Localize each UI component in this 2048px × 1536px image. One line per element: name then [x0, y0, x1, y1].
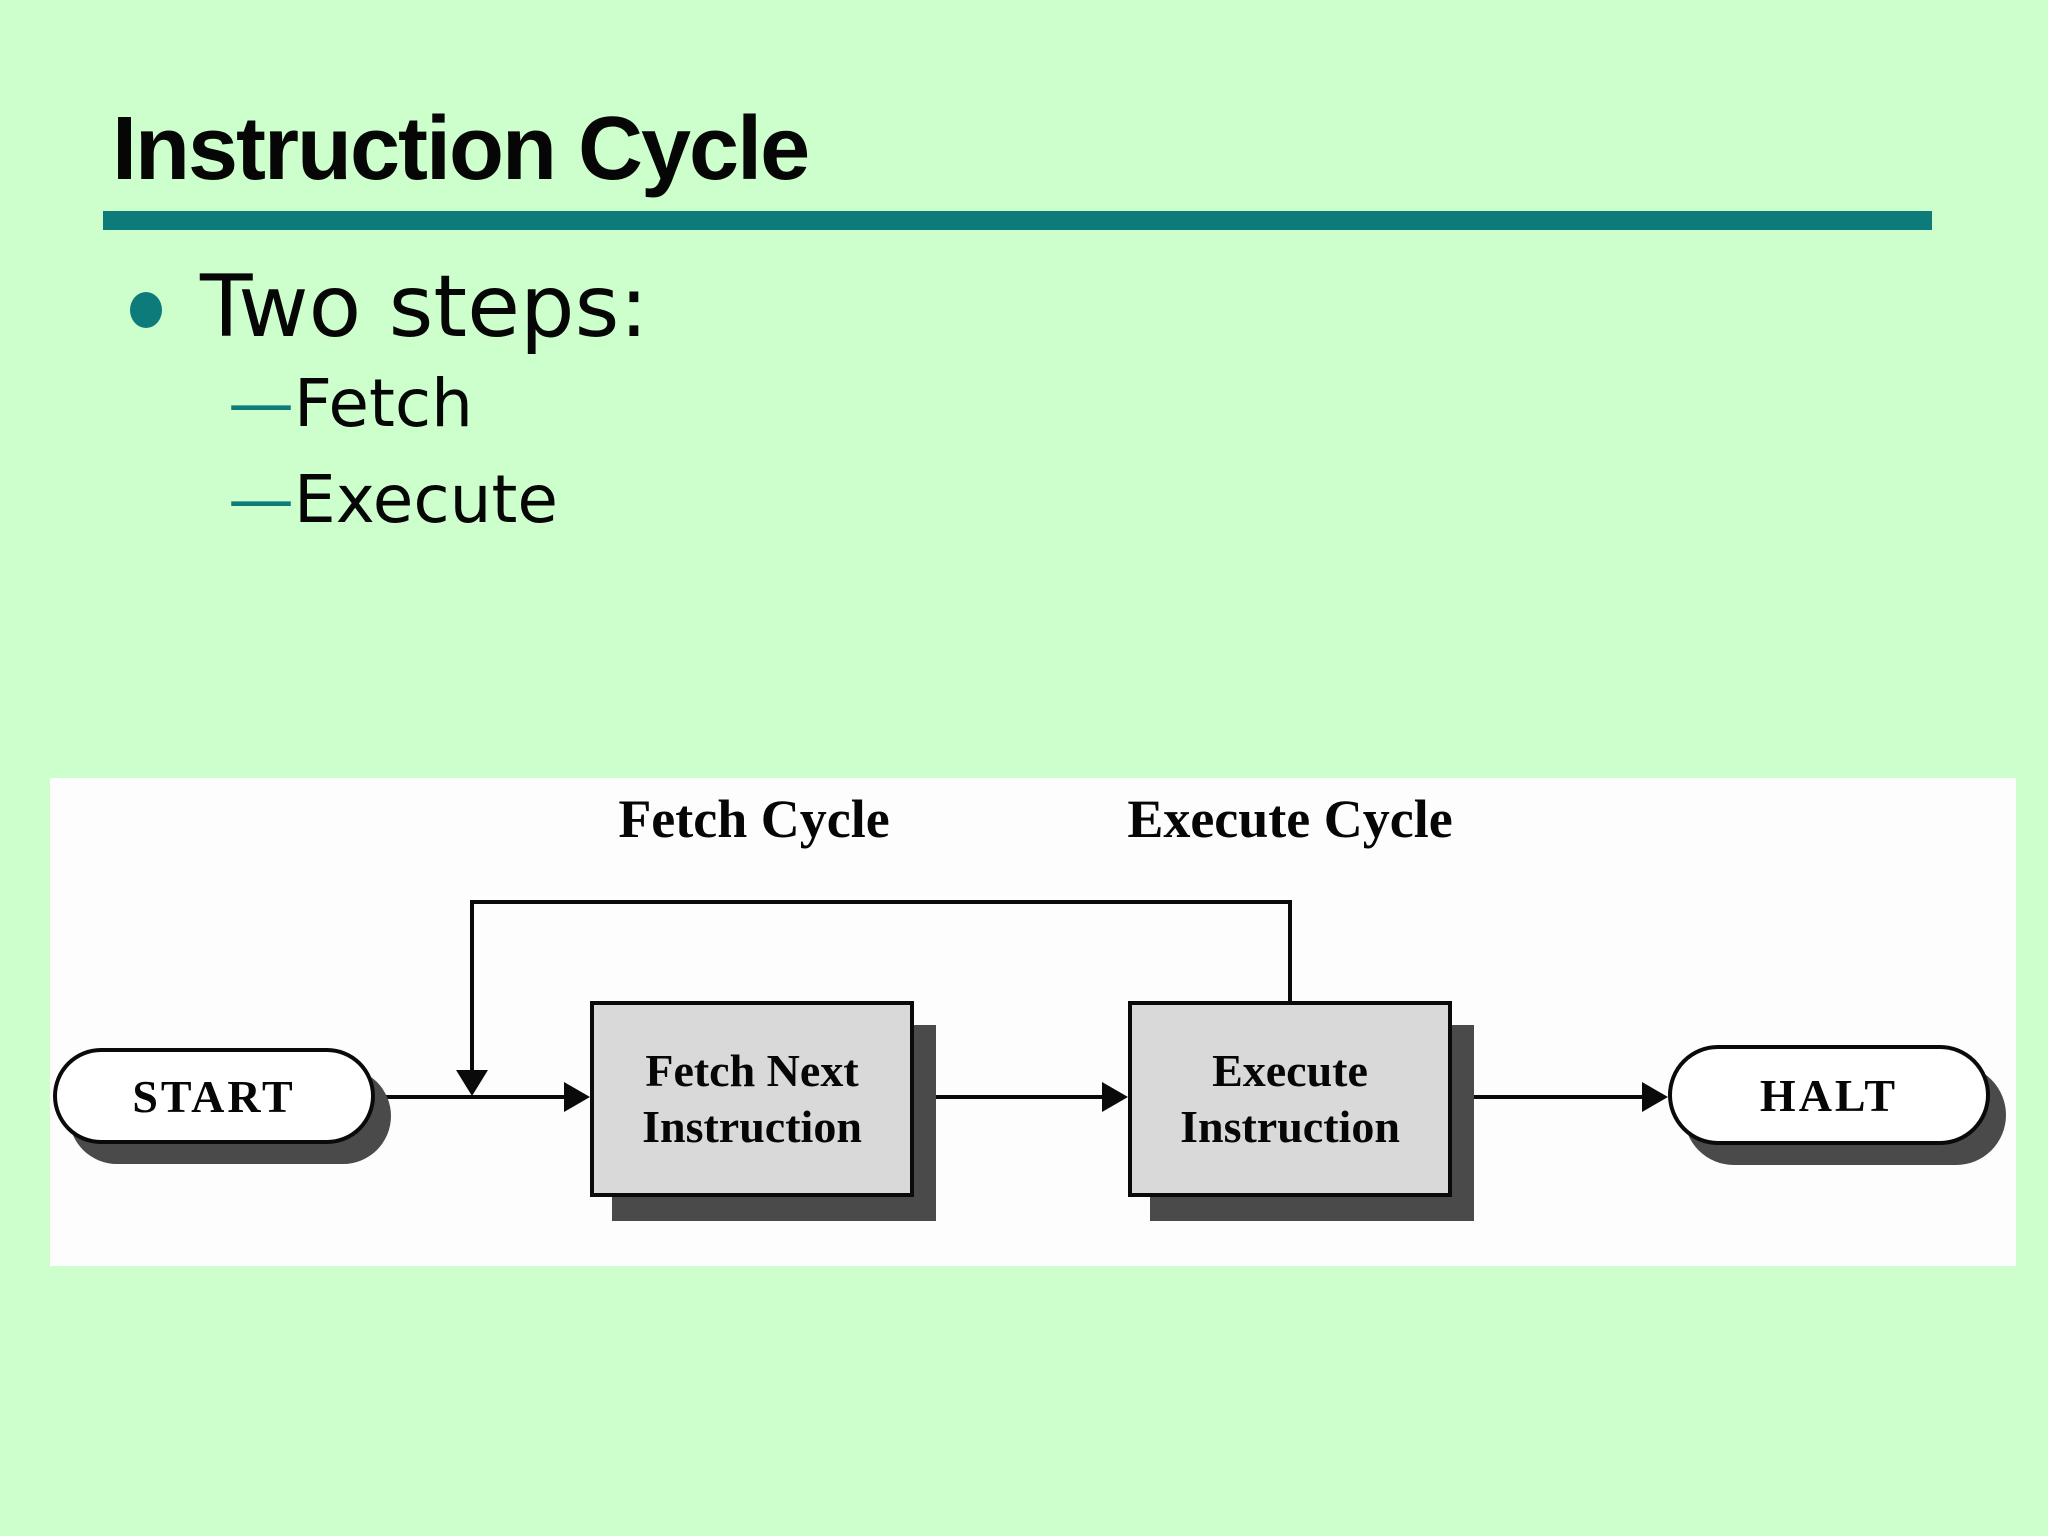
- bullet-row: Two steps:: [130, 254, 648, 362]
- page-title: Instruction Cycle: [112, 99, 810, 199]
- fetch-box-line2: Instruction: [642, 1101, 862, 1152]
- fetch-box-label: Fetch Next Instruction: [642, 1043, 862, 1155]
- bullet-text: Two steps:: [200, 257, 649, 357]
- execute-box-line1: Execute: [1212, 1044, 1368, 1096]
- sub-item-fetch-label: Fetch: [294, 365, 473, 442]
- sub-item-fetch: —Fetch: [228, 365, 473, 442]
- arrowhead-into-fetch-icon: [564, 1082, 590, 1112]
- execute-box-line2: Instruction: [1180, 1101, 1400, 1152]
- dash-icon: —: [228, 365, 294, 442]
- fetch-cycle-label: Fetch Cycle: [618, 789, 890, 849]
- flow-line-execute-to-halt: [1450, 1095, 1646, 1099]
- feedback-arrowhead-down-icon: [456, 1070, 488, 1096]
- execute-box-label: Execute Instruction: [1180, 1043, 1400, 1155]
- halt-node: HALT: [1668, 1045, 1990, 1145]
- fetch-box-line1: Fetch Next: [645, 1044, 859, 1096]
- execute-instruction-box: Execute Instruction: [1128, 1001, 1452, 1197]
- diagram-panel: Fetch Cycle Execute Cycle START Fetch Ne…: [50, 778, 2016, 1266]
- sub-item-execute-label: Execute: [294, 461, 558, 538]
- arrowhead-into-execute-icon: [1102, 1082, 1128, 1112]
- dash-icon: —: [228, 461, 294, 538]
- feedback-line-left-vertical: [470, 900, 474, 1072]
- bullet-dot-icon: [130, 292, 162, 328]
- feedback-line-top-horizontal: [470, 900, 1292, 904]
- flow-line-fetch-to-execute: [912, 1095, 1106, 1099]
- start-node: START: [53, 1048, 375, 1144]
- title-underline-bar: [103, 211, 1932, 230]
- sub-item-execute: —Execute: [228, 461, 558, 538]
- fetch-next-instruction-box: Fetch Next Instruction: [590, 1001, 914, 1197]
- feedback-line-right-vertical: [1288, 900, 1292, 1001]
- execute-cycle-label: Execute Cycle: [1127, 789, 1453, 849]
- flow-line-start-to-fetch: [373, 1095, 568, 1099]
- arrowhead-into-halt-icon: [1642, 1082, 1668, 1112]
